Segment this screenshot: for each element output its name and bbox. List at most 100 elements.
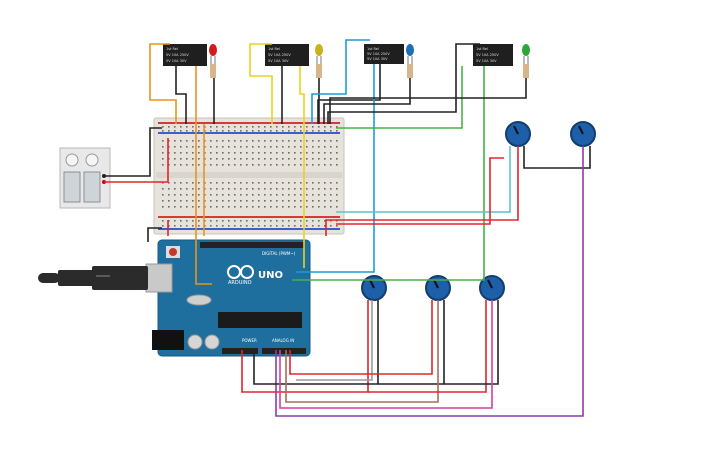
breadboard-hole xyxy=(294,140,296,142)
breadboard-hole xyxy=(330,126,332,128)
breadboard-hole xyxy=(288,225,290,227)
breadboard-hole xyxy=(306,200,308,202)
breadboard-hole xyxy=(336,152,338,154)
relay-module-1[interactable]: 1st Rel 5V 10A 250V 5V 10A 30V xyxy=(163,44,207,66)
breadboard-hole xyxy=(330,182,332,184)
breadboard-hole xyxy=(216,140,218,142)
breadboard-hole xyxy=(222,126,224,128)
breadboard-hole xyxy=(222,146,224,148)
breadboard-hole xyxy=(174,152,176,154)
breadboard-hole xyxy=(192,220,194,222)
potentiometer-4[interactable] xyxy=(425,275,451,301)
potentiometer-1[interactable] xyxy=(505,121,531,147)
breadboard-hole xyxy=(264,146,266,148)
breadboard-hole xyxy=(306,225,308,227)
breadboard-hole xyxy=(246,140,248,142)
breadboard-hole xyxy=(234,200,236,202)
power-supply-module[interactable] xyxy=(59,147,111,209)
breadboard-hole xyxy=(330,164,332,166)
relay-module-3[interactable]: 1st Rel 5V 10A 250V 5V 10A 30V xyxy=(364,44,404,64)
board-model-label: UNO xyxy=(258,270,283,281)
breadboard-hole xyxy=(270,140,272,142)
led-red[interactable] xyxy=(209,44,217,78)
breadboard-hole xyxy=(180,225,182,227)
relay-module-2[interactable]: 1st Rel 5V 10A 250V 5V 10A 30V xyxy=(265,44,309,66)
breadboard-hole xyxy=(288,164,290,166)
wire-pink xyxy=(279,300,493,409)
wire-red xyxy=(241,300,369,393)
breadboard-hole xyxy=(252,158,254,160)
breadboard-hole xyxy=(180,126,182,128)
breadboard-hole xyxy=(234,158,236,160)
potentiometer-3[interactable] xyxy=(361,275,387,301)
wire-blue xyxy=(296,64,375,273)
breadboard-hole xyxy=(210,188,212,190)
breadboard-hole xyxy=(192,200,194,202)
wire-red xyxy=(368,300,487,393)
relay-module-4[interactable]: 1st Rel 5V 10A 250V 5V 10A 30V xyxy=(473,44,513,66)
breadboard-hole xyxy=(234,220,236,222)
breadboard-hole xyxy=(300,126,302,128)
led-yellow[interactable] xyxy=(315,44,323,78)
breadboard-hole xyxy=(276,164,278,166)
breadboard-hole xyxy=(270,188,272,190)
breadboard-hole xyxy=(294,220,296,222)
breadboard-hole xyxy=(228,194,230,196)
breadboard-hole xyxy=(324,152,326,154)
breadboard-hole xyxy=(306,126,308,128)
breadboard-hole xyxy=(258,206,260,208)
potentiometer-2[interactable] xyxy=(570,121,596,147)
breadboard-hole xyxy=(186,182,188,184)
breadboard-hole xyxy=(240,164,242,166)
breadboard-hole xyxy=(294,130,296,132)
breadboard-hole xyxy=(252,206,254,208)
breadboard-hole xyxy=(318,194,320,196)
breadboard-hole xyxy=(180,220,182,222)
breadboard[interactable] xyxy=(153,117,345,235)
breadboard-hole xyxy=(294,126,296,128)
arduino-uno-board[interactable]: ARDUINO UNO DIGITAL (PWM~) POWER ANALOG … xyxy=(145,239,311,357)
breadboard-hole xyxy=(186,152,188,154)
breadboard-hole xyxy=(282,194,284,196)
breadboard-hole xyxy=(216,200,218,202)
breadboard-hole xyxy=(318,220,320,222)
breadboard-hole xyxy=(186,146,188,148)
breadboard-hole xyxy=(276,152,278,154)
wire-black xyxy=(444,300,499,385)
breadboard-hole xyxy=(300,220,302,222)
led-blue[interactable] xyxy=(406,44,414,78)
breadboard-hole xyxy=(174,220,176,222)
wire-black xyxy=(253,300,379,385)
usb-port xyxy=(145,263,173,293)
breadboard-hole xyxy=(318,140,320,142)
breadboard-hole xyxy=(228,220,230,222)
breadboard-hole xyxy=(330,206,332,208)
breadboard-hole xyxy=(270,130,272,132)
led-green[interactable] xyxy=(522,44,530,78)
breadboard-hole xyxy=(246,152,248,154)
breadboard-hole xyxy=(234,152,236,154)
usb-plug-icon[interactable] xyxy=(38,266,148,290)
breadboard-hole xyxy=(324,164,326,166)
breadboard-hole xyxy=(336,146,338,148)
reset-button-icon[interactable] xyxy=(166,246,180,258)
svg-text:1st Rel: 1st Rel xyxy=(476,47,488,51)
breadboard-hole xyxy=(222,158,224,160)
breadboard-hole xyxy=(234,194,236,196)
breadboard-hole xyxy=(276,140,278,142)
breadboard-hole xyxy=(210,126,212,128)
svg-text:1st Rel: 1st Rel xyxy=(367,47,379,51)
breadboard-hole xyxy=(192,130,194,132)
wire-teal xyxy=(336,146,511,213)
breadboard-hole xyxy=(252,200,254,202)
potentiometer-5[interactable] xyxy=(479,275,505,301)
breadboard-hole xyxy=(276,194,278,196)
breadboard-hole xyxy=(270,206,272,208)
breadboard-hole xyxy=(276,225,278,227)
breadboard-hole xyxy=(174,188,176,190)
breadboard-hole xyxy=(192,140,194,142)
breadboard-hole xyxy=(222,220,224,222)
breadboard-hole xyxy=(324,225,326,227)
breadboard-hole xyxy=(234,225,236,227)
